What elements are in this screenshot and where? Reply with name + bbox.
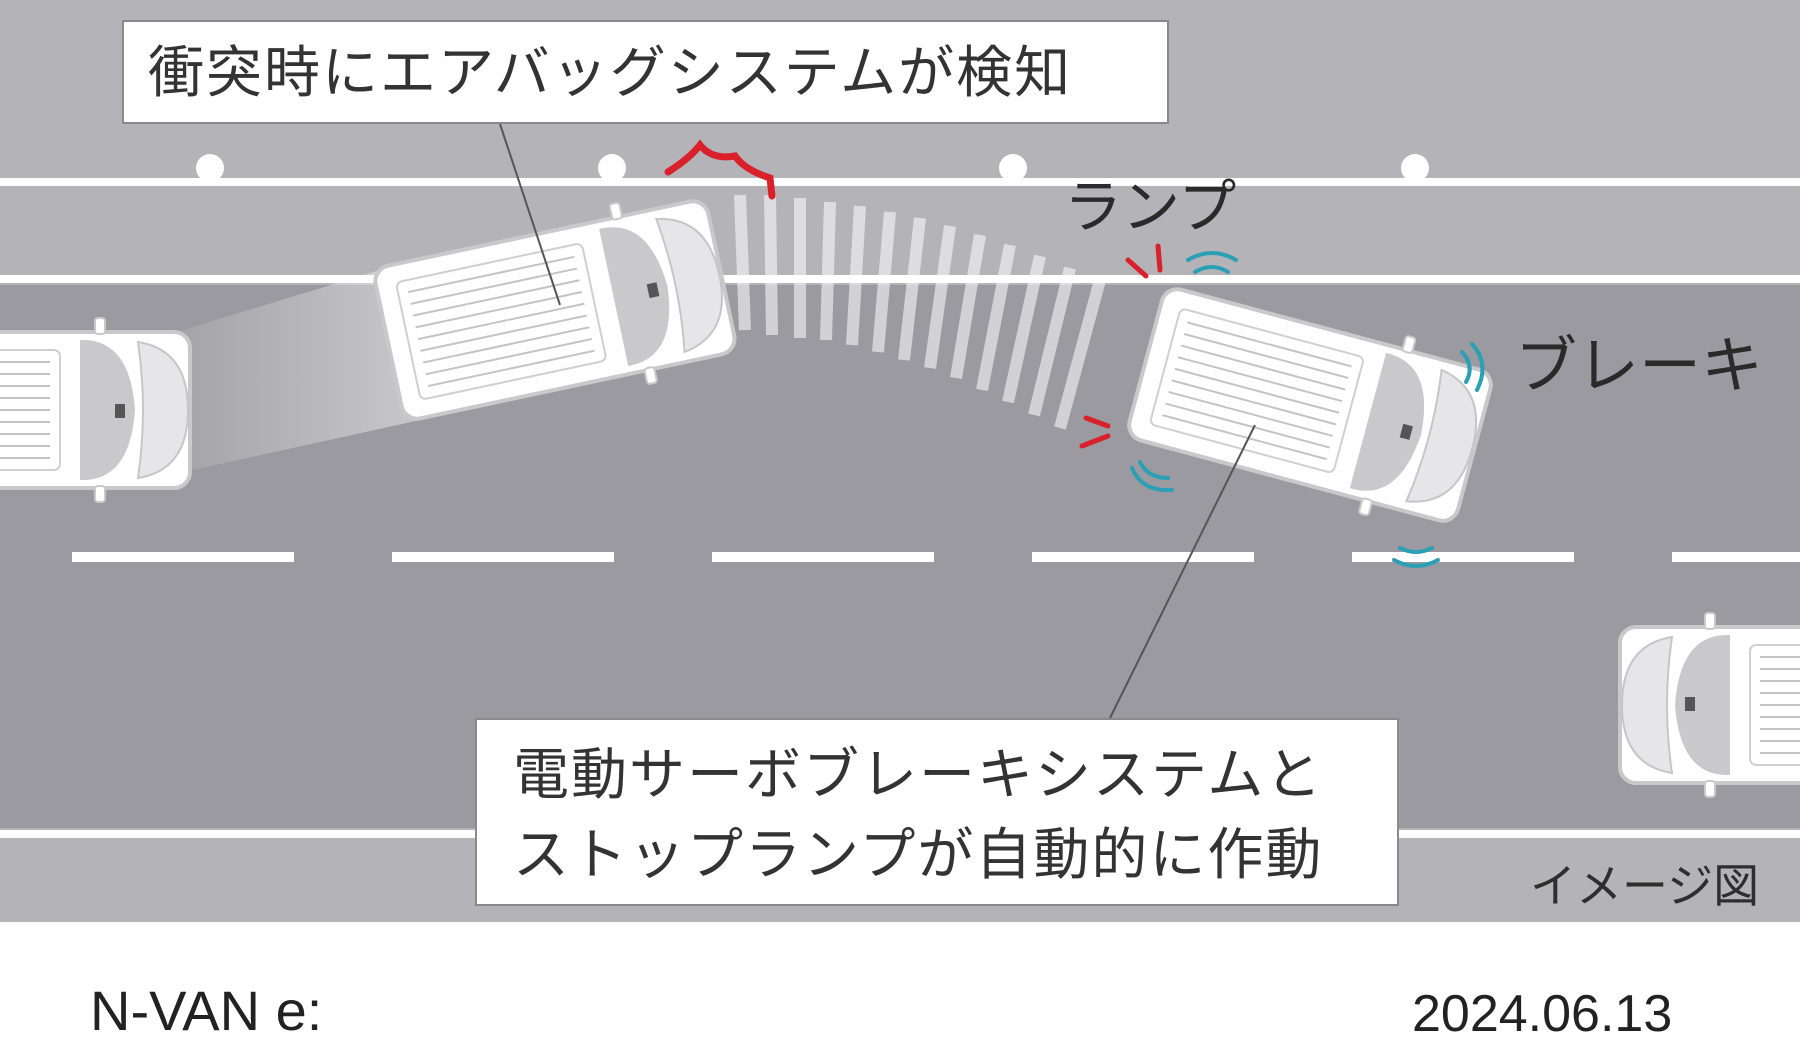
label-lamp: ランプ	[1064, 173, 1237, 241]
brake-wave-icon	[1130, 251, 1485, 568]
callout-airbag-text: 衝突時にエアバッグシステムが検知	[148, 41, 1073, 106]
footer-model: N-VAN e:	[90, 979, 323, 1042]
impact-icon	[664, 139, 776, 200]
callout-brake-line-2: ストップランプが自動的に作動	[513, 823, 1324, 888]
callout-brake-system: 電動サーボブレーキシステムと ストップランプが自動的に作動	[475, 718, 1399, 906]
stop-lamp-flash-icon	[1079, 243, 1163, 449]
van-oncoming	[1618, 611, 1800, 799]
callout-airbag-detect: 衝突時にエアバッグシステムが検知	[122, 20, 1169, 124]
callout-brake-line-1: 電動サーボブレーキシステムと	[513, 743, 1324, 808]
label-brake: ブレーキ	[1515, 329, 1764, 402]
label-image-note: イメージ図	[1530, 859, 1760, 913]
van-rear	[0, 316, 192, 504]
footer-date: 2024.06.13	[1412, 985, 1673, 1043]
